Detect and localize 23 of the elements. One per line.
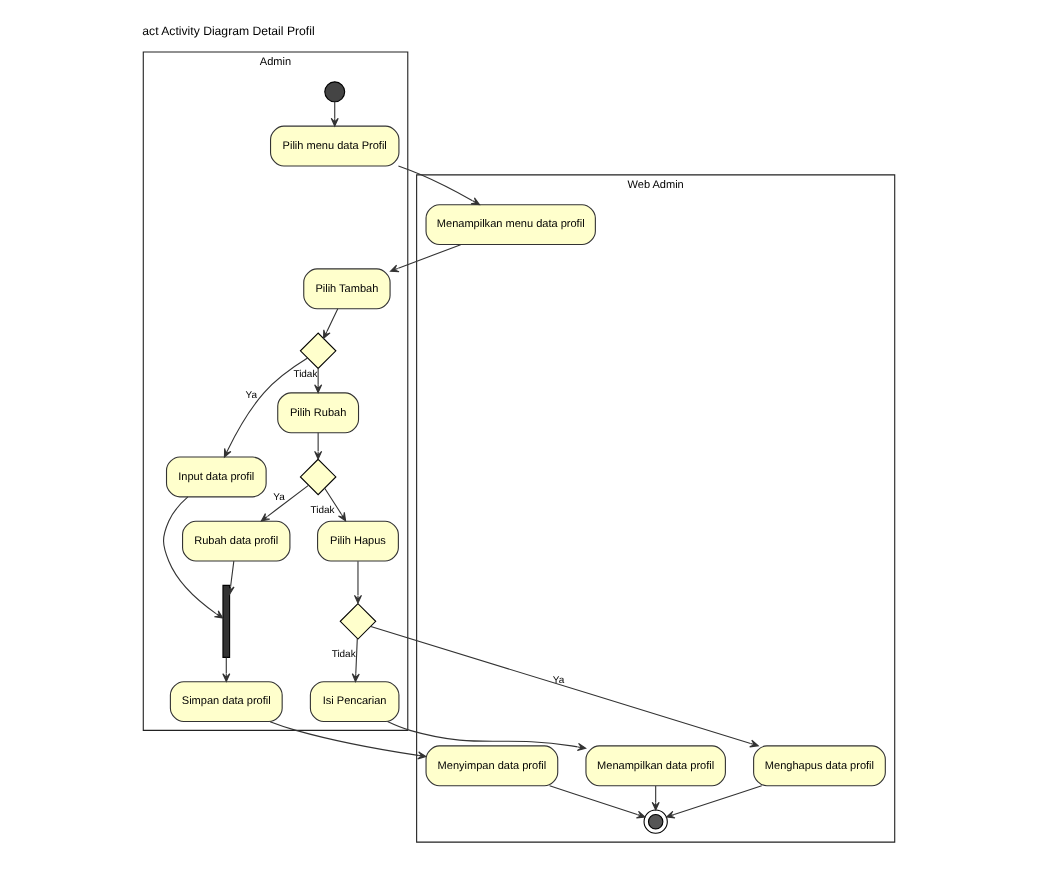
arrow	[386, 721, 587, 751]
arrow	[665, 785, 763, 819]
arrow	[323, 308, 339, 339]
arrow	[223, 357, 309, 458]
arrow	[260, 484, 309, 522]
arrow	[163, 496, 224, 619]
arrow	[370, 625, 759, 748]
arrow	[397, 165, 481, 206]
arrow	[226, 560, 235, 595]
arrow	[222, 656, 231, 682]
node-diamond	[339, 602, 377, 640]
arrow	[390, 244, 462, 273]
node-diamond	[299, 332, 337, 370]
node-bar	[222, 584, 231, 658]
arrow	[324, 487, 347, 522]
arrow	[314, 368, 323, 394]
arrow	[314, 432, 323, 460]
arrow	[353, 560, 362, 604]
node-diamond	[299, 458, 337, 496]
arrow	[351, 638, 360, 683]
arrow	[269, 721, 427, 760]
arrow	[549, 785, 646, 819]
node-circle	[324, 81, 346, 103]
